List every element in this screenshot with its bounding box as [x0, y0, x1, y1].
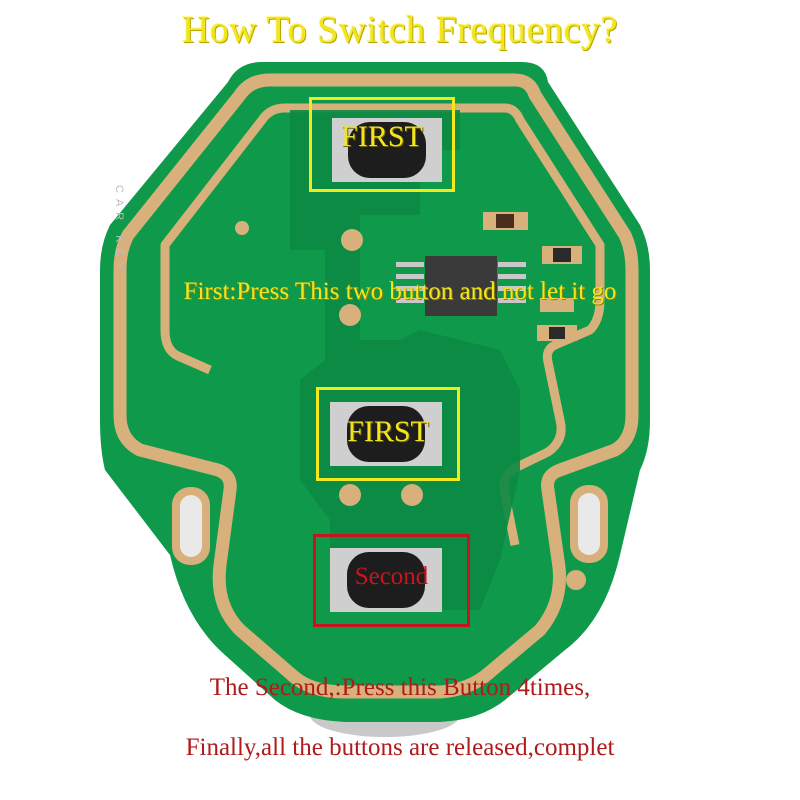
- vias: [235, 221, 586, 590]
- tact-switch-bottom: [330, 548, 442, 612]
- first-button-frame-top: [309, 97, 455, 192]
- tact-switch-middle: [330, 402, 442, 466]
- second-button-label: Second: [354, 563, 429, 590]
- tact-switch-top: [332, 118, 442, 182]
- second-button-frame: [313, 534, 470, 627]
- instruction-final: Finally,all the buttons are released,com…: [185, 734, 615, 761]
- page-title: How To Switch Frequency?: [181, 9, 619, 51]
- instruction-first: First:Press This two button and not let …: [183, 278, 617, 305]
- first-button-label-middle: FIRST: [347, 415, 429, 448]
- ic-chip: [396, 256, 526, 316]
- first-button-label-top: FIRST: [341, 120, 423, 153]
- first-button-frame-middle: [316, 387, 460, 481]
- battery-contacts: [172, 485, 608, 565]
- instruction-second: The Second,:Press this Button 4times,: [209, 674, 591, 701]
- smd-components: [483, 212, 582, 341]
- copper-trace-inner-left: [160, 103, 286, 375]
- watermark-text: CAR KEY: [113, 185, 125, 276]
- copper-trace-outer: [113, 73, 639, 699]
